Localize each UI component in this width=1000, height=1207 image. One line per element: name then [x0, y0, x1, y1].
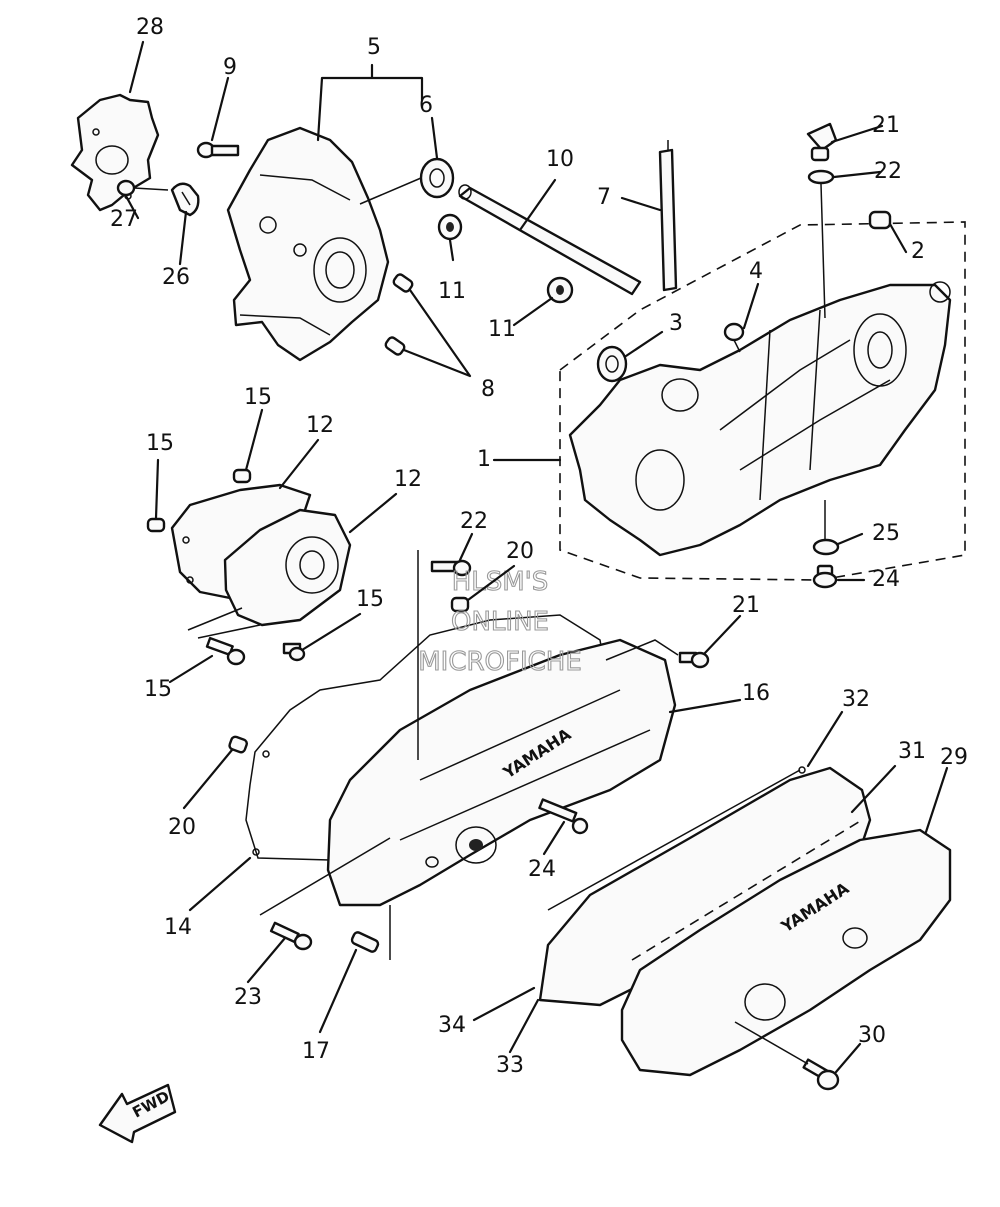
part-26-o-ring: [807, 169, 835, 185]
callout-33: 30: [858, 1023, 886, 1048]
part-23-bolt: [269, 921, 313, 951]
watermark: HLSM'S ONLINE MICROFICHE: [418, 566, 583, 677]
part-19-dowel: [350, 931, 380, 953]
callout-1: 1: [477, 447, 491, 472]
callout-8: 8: [481, 377, 495, 402]
callout-22: 22: [460, 509, 488, 534]
part-7-tube: [658, 140, 678, 292]
callout-29: 26: [162, 265, 190, 290]
part-24-bolt: [538, 798, 589, 835]
callout-23: 23: [234, 985, 262, 1010]
callout-11-upper: 11: [438, 279, 466, 304]
callout-15-lower: 15: [146, 431, 174, 456]
callout-16: 15: [144, 677, 172, 702]
callout-25: 21: [872, 113, 900, 138]
callout-18: 16: [742, 681, 770, 706]
part-3-bearing: [596, 345, 628, 383]
part-32-outer-cover: YAMAHA: [620, 828, 952, 1077]
callout-37: 34: [438, 1013, 466, 1038]
part-33-screw: [802, 1058, 840, 1091]
part-1-assembly-box: [559, 221, 966, 581]
part-5-left-crankcase: [226, 126, 390, 362]
part-12-cover: [223, 508, 352, 627]
callout-34: 31: [898, 739, 926, 764]
callout-labels: 28 9 5 6 10 7 21 22 2 4 3 1 11 11 8 27 2…: [110, 15, 968, 1078]
callout-30: 27: [110, 207, 138, 232]
callout-3: 3: [669, 311, 683, 336]
callout-17: 15: [356, 587, 384, 612]
callout-20-lower: 20: [168, 815, 196, 840]
callout-36: 33: [496, 1053, 524, 1078]
callout-7: 7: [597, 185, 611, 210]
watermark-line-3: MICROFICHE: [418, 647, 582, 677]
callout-26: 22: [874, 159, 902, 184]
part-30-bolt: [116, 179, 169, 197]
part-11-seal-upper: [437, 213, 463, 241]
part-2-dowel: [868, 210, 892, 230]
part-31-gasket-plate: [70, 93, 160, 212]
callout-12: 12: [394, 467, 422, 492]
part-16-bolt: [205, 636, 246, 666]
callout-27: 24: [872, 567, 900, 592]
part-21-bolt: [678, 651, 710, 669]
callout-11-lower: 11: [488, 317, 516, 342]
part-6-bearing: [419, 157, 455, 199]
callout-24: 24: [528, 857, 556, 882]
part-10-shaft: [458, 184, 642, 296]
part-15-dowel-upper: [232, 468, 252, 484]
part-15-dowel-lower: [146, 517, 166, 533]
part-18-crankcase-cover: YAMAHA: [326, 638, 677, 907]
part-8-dowel-pins: [384, 273, 414, 356]
part-4-bolt: [723, 322, 745, 353]
callout-21: 21: [732, 593, 760, 618]
callout-32: 29: [940, 745, 968, 770]
leader-lines: [124, 40, 949, 1074]
part-20-dowel-lower: [228, 735, 248, 754]
callout-14: 14: [164, 915, 192, 940]
watermark-line-2: ONLINE: [451, 607, 549, 637]
callout-13: 12: [306, 413, 334, 438]
callout-4: 4: [749, 259, 763, 284]
part-28-washer: [812, 538, 840, 556]
part-29-bracket: [170, 182, 200, 217]
part-22-bolt: [430, 559, 472, 577]
callout-6: 6: [419, 93, 433, 118]
part-1-right-crankcase: [568, 281, 952, 557]
callout-28: 25: [872, 521, 900, 546]
callout-35: 32: [842, 687, 870, 712]
watermark-line-1: HLSM'S: [452, 567, 549, 597]
callout-15-upper: 15: [244, 385, 272, 410]
part-11-seal-lower: [546, 276, 574, 304]
callout-5: 5: [367, 35, 381, 60]
part-27-drain-bolt: [812, 564, 838, 589]
callout-19: 17: [302, 1039, 330, 1064]
callout-2: 2: [911, 239, 925, 264]
callout-31: 28: [136, 15, 164, 40]
fwd-direction-arrow: FWD: [98, 1083, 177, 1144]
callout-10: 10: [546, 147, 574, 172]
part-17-bolt: [282, 642, 306, 662]
callout-9: 9: [223, 55, 237, 80]
part-9-bolt: [196, 141, 240, 159]
callout-20-upper: 20: [506, 539, 534, 564]
part-20-dowel-upper: [450, 596, 470, 613]
